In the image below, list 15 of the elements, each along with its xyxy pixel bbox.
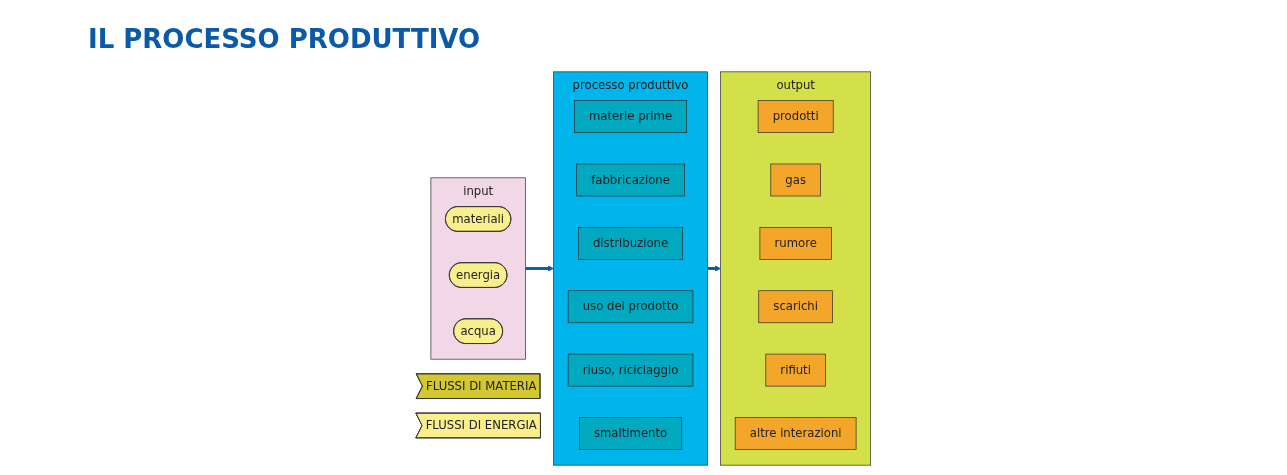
node-box: altre interazioni: [735, 417, 857, 450]
node-box: materie prime: [574, 100, 688, 133]
node-box: prodotti: [758, 100, 834, 133]
node-box: riuso, riciclaggio: [568, 353, 694, 387]
diagram-title: IL PROCESSO PRODUTTIVO: [88, 24, 481, 54]
node-box: uso del prodotto: [568, 290, 694, 324]
node-box: gas: [770, 163, 822, 197]
arrow: [707, 265, 722, 272]
node-box: distribuzione: [578, 226, 684, 260]
node-box: fabbricazione: [576, 163, 686, 197]
node-box: scarichi: [758, 290, 834, 324]
node-box: rumore: [759, 226, 833, 260]
node-box: smaltimento: [579, 417, 683, 450]
node-box: rifiuti: [765, 353, 827, 387]
arrow: [525, 265, 555, 272]
